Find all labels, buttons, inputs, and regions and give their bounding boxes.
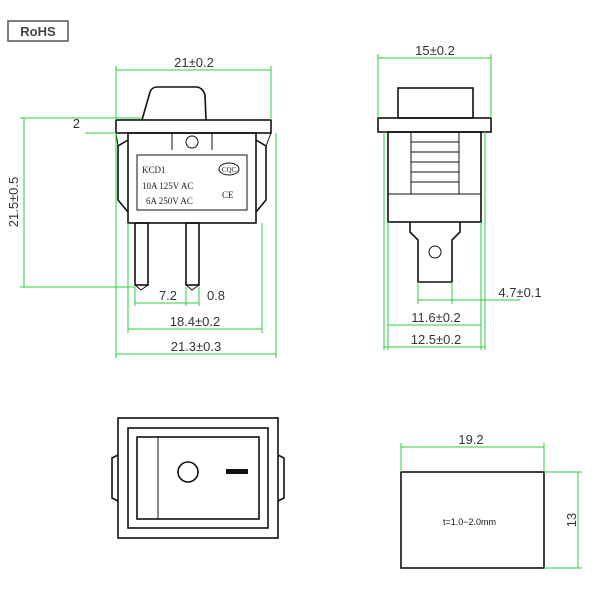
terminal-hole	[428, 245, 442, 259]
cutout-view: t=1.0−2.0mm 19.2 13	[400, 432, 582, 569]
dim-front-height: 21.5±0.5	[6, 177, 21, 228]
rocker-outline	[141, 86, 207, 121]
side-flange	[377, 117, 492, 133]
side-rocker	[397, 87, 474, 119]
dim-front-pin-gap: 7.2	[159, 288, 177, 303]
dim-side-body-width: 11.6±0.2	[411, 310, 461, 325]
dim-cutout-width: 19.2	[458, 432, 483, 447]
marking-plate	[136, 154, 248, 211]
marking-ce: CE	[222, 190, 234, 200]
off-symbol	[177, 461, 199, 483]
top-frame-outer	[117, 417, 279, 539]
dim-side-top-width: 15±0.2	[415, 43, 455, 58]
front-pin-right	[185, 222, 200, 286]
cutout-rect	[400, 471, 545, 569]
on-symbol	[226, 469, 248, 474]
dim-front-rocker-offset: 2	[73, 116, 80, 131]
marking-cqc: CQC	[222, 166, 237, 174]
rohs-label: RoHS	[20, 24, 56, 39]
marking-rating-1: 10A 125V AC	[142, 181, 193, 191]
marking-model: KCD1	[142, 165, 166, 175]
front-flange	[115, 119, 272, 134]
rohs-badge: RoHS	[7, 20, 69, 42]
top-frame-inner	[127, 427, 269, 529]
side-terminal	[409, 222, 461, 283]
dim-front-top-width: 21±0.2	[174, 55, 214, 70]
top-view	[111, 417, 285, 539]
marking-rating-2: 6A 250V AC	[146, 196, 193, 206]
dim-front-body-width: 18.4±0.2	[170, 314, 221, 329]
side-view: 15±0.2 4.7±0.1 11.6±0.2 12.5±0.2	[377, 43, 542, 350]
dim-cutout-height: 13	[564, 513, 579, 527]
cqc-mark	[218, 162, 240, 176]
front-view: KCD1 CQC 10A 125V AC CE 6A 250V AC 21±0.…	[6, 55, 277, 358]
top-rocker	[136, 436, 260, 520]
dim-side-terminal-width: 4.7±0.1	[498, 285, 541, 300]
front-pin-left	[134, 222, 149, 286]
cutout-thickness-note: t=1.0−2.0mm	[443, 517, 496, 527]
dim-side-overall-width: 12.5±0.2	[411, 332, 462, 347]
side-body	[387, 131, 482, 223]
front-rivet	[185, 135, 199, 149]
dim-front-pin-width: 0.8	[207, 288, 225, 303]
dim-front-overall-width: 21.3±0.3	[171, 339, 222, 354]
